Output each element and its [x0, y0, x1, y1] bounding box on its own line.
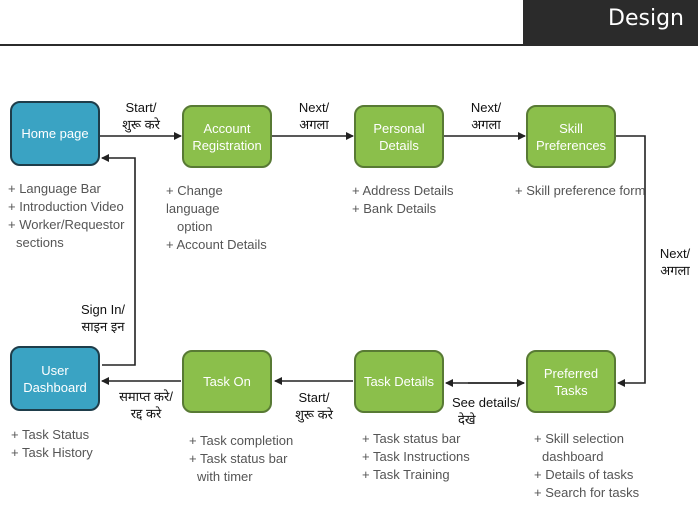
note-item: + Account Details: [166, 237, 267, 252]
node-label: Dashboard: [23, 379, 87, 395]
edge-label-text: रद्द करे: [130, 406, 162, 421]
note-item: language: [166, 201, 220, 216]
note-item: sections: [16, 235, 64, 250]
note-item: + Introduction Video: [8, 199, 124, 214]
node-label: Task Details: [363, 374, 435, 389]
edge-label-text: शुरू करे: [295, 407, 333, 422]
edge-label-text: Sign In/: [80, 302, 126, 317]
edge-label-text: अगला: [299, 117, 329, 132]
header-bar: Design: [523, 0, 698, 44]
node-label: Tasks: [554, 382, 588, 398]
note-item: + Task status bar: [362, 431, 461, 446]
notes-task-on: + Task completion + Task status bar with…: [189, 432, 329, 486]
node-label: Preferred: [543, 365, 599, 381]
note-item: + Task Instructions: [362, 449, 470, 464]
edge-label-text: Start/: [298, 390, 330, 405]
node-label: Skill: [559, 120, 583, 136]
note-item: + Change: [166, 183, 223, 198]
edge-label-sign-in: Sign In/ साइन इन: [72, 301, 134, 335]
notes-skill: + Skill preference form: [515, 182, 695, 200]
notes-personal: + Address Details + Bank Details: [352, 182, 482, 218]
edge-label-start: Start/ शुरू करे: [114, 99, 168, 133]
edge-label-text: साइन इन: [81, 319, 125, 334]
edge-label-text: समाप्त करे/: [119, 389, 173, 404]
note-item: + Bank Details: [352, 201, 437, 216]
notes-home: + Language Bar + Introduction Video + Wo…: [8, 180, 138, 252]
notes-preferred-tasks: + Skill selection dashboard + Details of…: [534, 430, 684, 502]
note-item: + Task Training: [362, 467, 450, 482]
node-home-page: Home page: [10, 101, 100, 166]
node-label: Task On: [203, 374, 251, 389]
edge-label-text: देखे: [458, 412, 476, 427]
header-divider: [0, 44, 698, 46]
edge-label-text: Next/: [659, 246, 691, 261]
edge-label-text: Start/: [125, 100, 157, 115]
edge-label-text: See details/: [452, 395, 520, 410]
note-item: + Task Status: [11, 427, 90, 442]
node-label: Account: [203, 120, 251, 136]
node-label: Details: [379, 137, 419, 153]
node-label: Personal: [373, 120, 425, 136]
note-item: with timer: [197, 469, 253, 484]
note-item: + Worker/Requestor: [8, 217, 125, 232]
note-item: dashboard: [542, 449, 604, 464]
notes-task-details: + Task status bar + Task Instructions + …: [362, 430, 512, 484]
note-item: + Language Bar: [8, 181, 101, 196]
edge-label-text: Next/: [470, 100, 502, 115]
page-title: Design: [608, 6, 684, 31]
node-label: User: [41, 362, 69, 378]
edge-label-start-2: Start/ शुरू करे: [286, 389, 342, 423]
node-label: Registration: [192, 137, 262, 153]
notes-account: + Change language option + Account Detai…: [166, 182, 296, 254]
note-item: + Task History: [11, 445, 93, 460]
node-task-details: Task Details: [354, 350, 444, 413]
node-task-on: Task On: [182, 350, 272, 413]
node-label: Preferences: [535, 137, 607, 153]
edge-label-finish: समाप्त करे/ रद्द करे: [110, 388, 182, 422]
edge-label-text: अगला: [471, 117, 501, 132]
edge-label-see-details: See details/ देखे: [452, 394, 528, 428]
note-item: + Skill preference form: [515, 183, 646, 198]
edge-label-text: अगला: [660, 263, 690, 278]
arrow-dashboard-to-home: [101, 154, 136, 366]
note-item: + Skill selection: [534, 431, 624, 446]
edge-label-next-1: Next/ अगला: [290, 99, 338, 133]
node-label: Home page: [21, 126, 89, 141]
note-item: + Task status bar: [189, 451, 288, 466]
note-item: + Search for tasks: [534, 485, 640, 500]
note-item: + Details of tasks: [534, 467, 634, 482]
notes-dashboard: + Task Status + Task History: [11, 426, 131, 462]
edge-label-next-3: Next/ अगला: [654, 245, 696, 279]
note-item: + Task completion: [189, 433, 294, 448]
note-item: option: [177, 219, 213, 234]
edge-label-text: शुरू करे: [122, 117, 160, 132]
note-item: + Address Details: [352, 183, 454, 198]
edge-label-next-2: Next/ अगला: [462, 99, 510, 133]
arrow-skill-to-preferred: [616, 135, 646, 387]
edge-label-text: Next/: [298, 100, 330, 115]
